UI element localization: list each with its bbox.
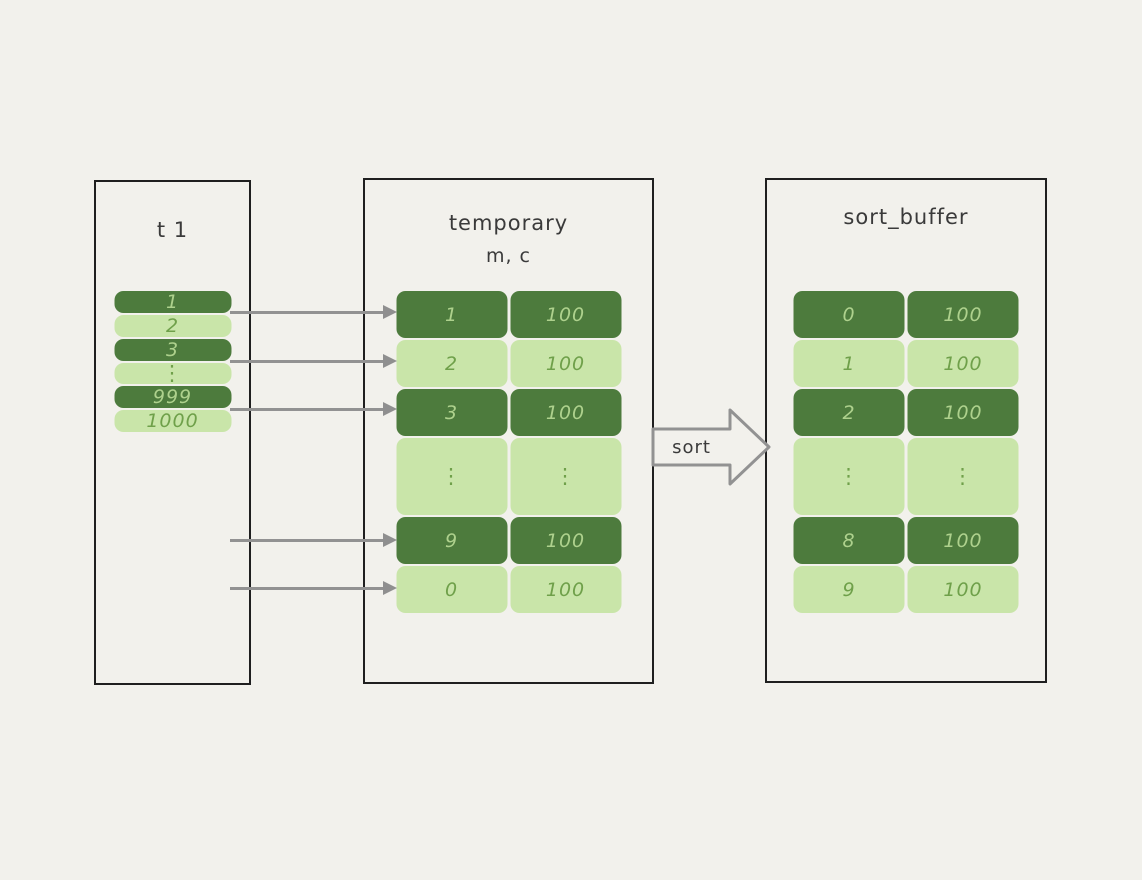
sortbuf-row-2-c: 100: [907, 340, 1019, 387]
temp-row-3-m: 3: [396, 389, 507, 436]
panel-temporary-title-text: temporary: [448, 211, 569, 235]
sortbuf-row-ellipsis-m: ⋮: [793, 438, 905, 515]
t1-row-1: 1: [114, 291, 231, 313]
sortbuf-row-3: 2 100: [793, 389, 1019, 436]
panel-t1: t 1 1 2 3 ⋮ 999 1000: [94, 180, 251, 685]
panel-temporary: temporary m, c 1 100 2 100 3 100 ⋮ ⋮ 9 1…: [363, 178, 654, 684]
sortbuf-row-5-c: 100: [907, 517, 1019, 564]
panel-sort-buffer-cells: 0 100 1 100 2 100 ⋮ ⋮ 8 100 9 100: [793, 291, 1019, 613]
sortbuf-row-3-m: 2: [793, 389, 905, 436]
sortbuf-row-5: 8 100: [793, 517, 1019, 564]
sort-block-arrow-icon: [651, 408, 771, 486]
sortbuf-row-3-c: 100: [907, 389, 1019, 436]
temp-row-1-m: 1: [396, 291, 507, 338]
temp-row-ellipsis: ⋮ ⋮: [396, 438, 621, 515]
flow-arrow-row-1000: [230, 581, 397, 595]
t1-row-3: 3: [114, 339, 231, 361]
sortbuf-row-6-c: 100: [907, 566, 1019, 613]
temp-row-ellipsis-c: ⋮: [510, 438, 621, 515]
temp-row-6-m: 0: [396, 566, 507, 613]
temp-row-5-c: 100: [510, 517, 621, 564]
sortbuf-row-1: 0 100: [793, 291, 1019, 338]
panel-t1-title: t 1: [156, 218, 189, 242]
sortbuf-row-1-c: 100: [907, 291, 1019, 338]
panel-temporary-subtitle: m, c: [485, 245, 532, 267]
temp-row-5: 9 100: [396, 517, 621, 564]
sortbuf-row-6-m: 9: [793, 566, 905, 613]
t1-row-ellipsis: ⋮: [114, 363, 231, 384]
panel-temporary-cells: 1 100 2 100 3 100 ⋮ ⋮ 9 100 0 100: [396, 291, 621, 613]
flow-arrow-row-3: [230, 402, 397, 416]
temp-row-ellipsis-m: ⋮: [396, 438, 507, 515]
temp-row-3-c: 100: [510, 389, 621, 436]
sortbuf-row-ellipsis-c: ⋮: [907, 438, 1019, 515]
flow-arrow-row-1: [230, 305, 397, 319]
sortbuf-row-6: 9 100: [793, 566, 1019, 613]
panel-t1-cells: 1 2 3 ⋮ 999 1000: [114, 291, 231, 432]
sortbuf-row-5-m: 8: [793, 517, 905, 564]
flow-arrow-row-999: [230, 532, 397, 547]
temp-row-5-m: 9: [396, 517, 507, 564]
t1-row-999: 999: [114, 386, 231, 408]
sortbuf-row-1-m: 0: [793, 291, 905, 338]
sortbuf-row-2: 1 100: [793, 340, 1019, 387]
t1-row-1000: 1000: [114, 410, 231, 432]
panel-temporary-title: temporary m, c: [365, 207, 652, 273]
t1-row-2: 2: [114, 315, 231, 337]
flow-arrow-row-2: [230, 353, 397, 368]
temp-row-6: 0 100: [396, 566, 621, 613]
temp-row-3: 3 100: [396, 389, 621, 436]
temp-row-1: 1 100: [396, 291, 621, 338]
sort-arrow-label: sort: [672, 436, 711, 458]
panel-sort-buffer: sort_buffer 0 100 1 100 2 100 ⋮ ⋮ 8 100: [765, 178, 1047, 683]
temp-row-2-c: 100: [510, 340, 621, 387]
sortbuf-row-ellipsis: ⋮ ⋮: [793, 438, 1019, 515]
temp-row-2-m: 2: [396, 340, 507, 387]
panel-sort-buffer-title: sort_buffer: [843, 205, 969, 229]
temp-row-6-c: 100: [510, 566, 621, 613]
sortbuf-row-2-m: 1: [793, 340, 905, 387]
temp-row-2: 2 100: [396, 340, 621, 387]
temp-row-1-c: 100: [510, 291, 621, 338]
